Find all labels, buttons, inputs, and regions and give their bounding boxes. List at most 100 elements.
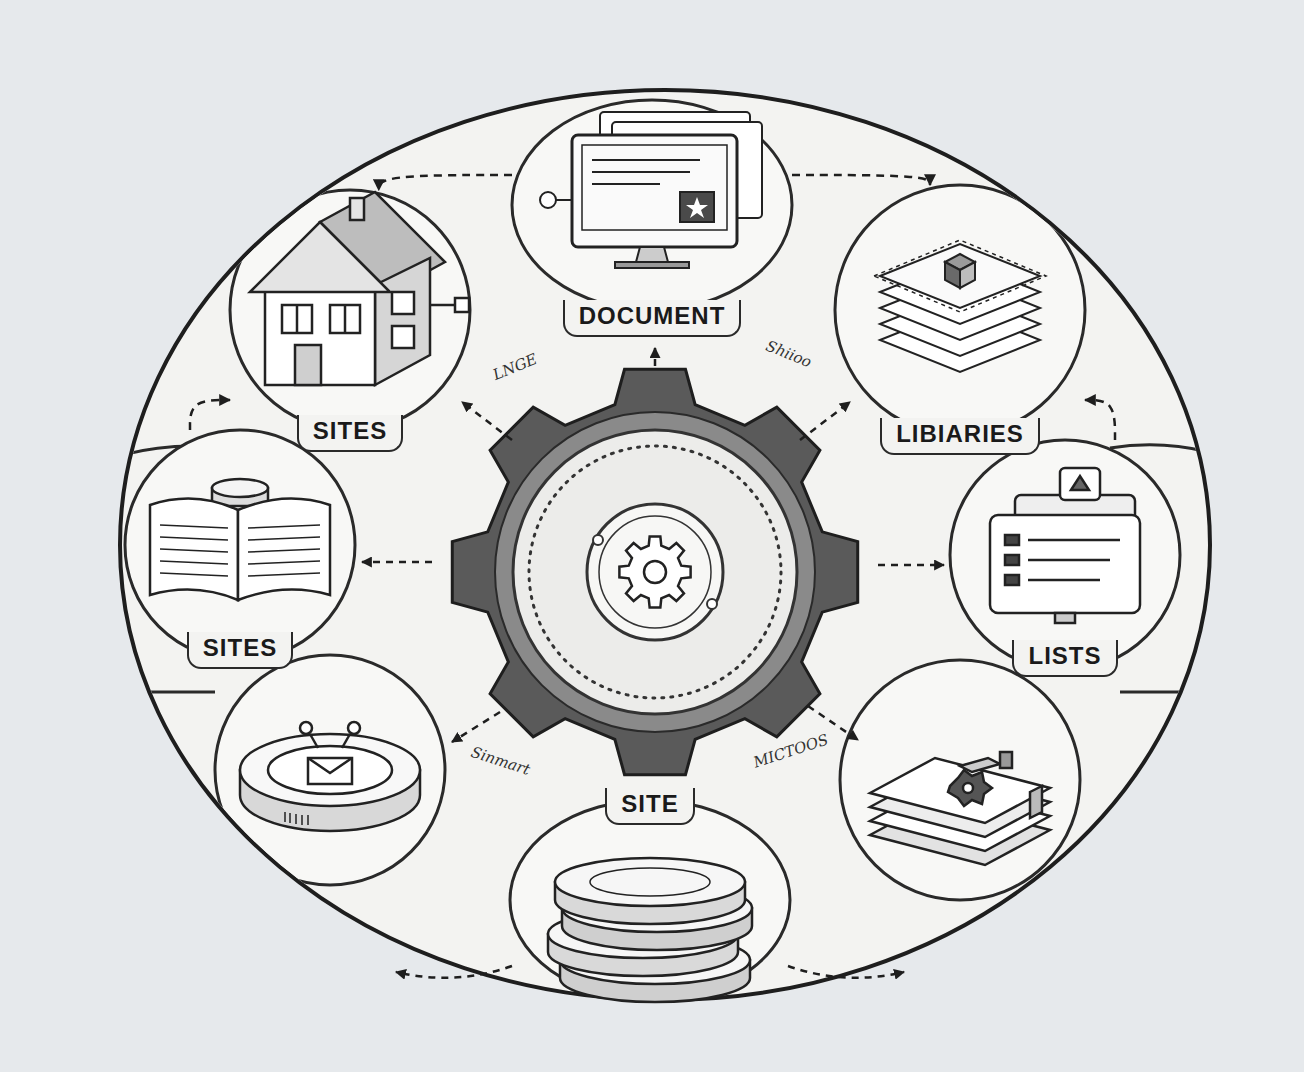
section-label: SITE xyxy=(605,788,694,825)
list-monitor-icon xyxy=(1060,468,1100,500)
book-icon xyxy=(212,479,268,497)
section-label: SITES xyxy=(297,415,403,452)
book-icon xyxy=(160,525,228,528)
central-gear xyxy=(452,369,857,774)
house-icon xyxy=(350,198,364,220)
book-icon xyxy=(150,479,330,600)
document-icon xyxy=(636,247,668,262)
list-monitor-icon xyxy=(1005,535,1019,545)
section-node: SITES xyxy=(125,430,355,680)
house-icon xyxy=(295,345,321,385)
layers-icon xyxy=(880,244,1040,308)
list-monitor-icon xyxy=(1028,559,1110,562)
section-bubbles xyxy=(1120,691,1208,694)
document-icon xyxy=(540,192,556,208)
coin-stack-icon xyxy=(548,858,752,1002)
mail-coin-icon xyxy=(310,734,318,748)
section-label: LIBIARIES xyxy=(880,418,1040,455)
folder-stack-icon xyxy=(1000,752,1012,768)
list-monitor-icon xyxy=(1055,613,1075,623)
document-icon xyxy=(680,192,714,222)
central-gear xyxy=(593,535,603,545)
section-node: SITES xyxy=(230,190,470,456)
mail-coin-icon xyxy=(301,815,303,825)
mail-coin-icon xyxy=(295,814,297,824)
garbled-caption: Shiioo xyxy=(763,337,814,372)
section-bubbles xyxy=(230,190,470,430)
house-icon xyxy=(392,292,414,314)
section-bubbles xyxy=(512,100,792,310)
folder-stack-icon xyxy=(948,770,992,806)
section-node: DOCUMENT xyxy=(512,100,792,345)
document-icon xyxy=(686,197,708,218)
central-gear xyxy=(644,561,666,583)
dashed-pointer xyxy=(362,561,432,564)
document-icon xyxy=(615,262,689,268)
section-bubbles xyxy=(122,100,1208,1000)
list-monitor-icon xyxy=(990,515,1140,613)
book-icon xyxy=(248,573,320,576)
book-icon xyxy=(160,549,228,552)
section-bubbles xyxy=(215,655,445,885)
book-icon xyxy=(248,561,320,564)
document-icon xyxy=(592,159,700,161)
mail-coin-icon xyxy=(240,734,420,806)
central-gear xyxy=(513,430,797,714)
layers-icon xyxy=(945,262,960,288)
central-gear xyxy=(587,504,723,640)
layers-icon xyxy=(874,240,1046,312)
house-icon xyxy=(455,298,469,312)
book-icon xyxy=(248,537,320,540)
section-bubbles xyxy=(125,430,355,660)
section-node: SITE xyxy=(510,788,790,1000)
section-label: SITES xyxy=(187,632,293,669)
document-icon xyxy=(582,145,727,230)
dashed-pointer xyxy=(788,966,904,978)
book-icon xyxy=(160,525,320,576)
dashed-pointer xyxy=(362,348,944,978)
house-icon xyxy=(250,192,469,385)
house-icon xyxy=(296,305,299,333)
mail-coin-icon xyxy=(308,758,352,784)
mail-coin-icon xyxy=(307,815,309,825)
house-icon xyxy=(250,222,390,292)
mail-coin-icon xyxy=(268,746,392,794)
book-icon xyxy=(160,561,228,564)
house-icon xyxy=(392,326,414,348)
central-gear xyxy=(619,536,690,607)
dashed-pointer xyxy=(800,402,850,440)
list-monitor-icon xyxy=(1005,555,1019,565)
folder-stack-icon xyxy=(963,783,973,793)
section-label: DOCUMENT xyxy=(563,300,742,337)
book-icon xyxy=(150,499,238,600)
section-bubbles xyxy=(840,660,1080,900)
garbled-caption: LNGE xyxy=(490,350,539,384)
house-icon xyxy=(375,258,430,385)
garbled-caption: MICTOOS xyxy=(751,730,830,771)
document-icon xyxy=(540,112,762,268)
list-monitor-icon xyxy=(1005,575,1019,585)
list-monitor-icon xyxy=(1028,579,1100,582)
dashed-pointer xyxy=(878,564,944,567)
book-icon xyxy=(238,499,330,600)
connector-arrow xyxy=(792,175,930,185)
connector-arrow xyxy=(1085,400,1115,440)
house-icon xyxy=(282,305,312,333)
list-monitor-icon xyxy=(1028,539,1120,542)
book-icon xyxy=(160,537,228,540)
dashed-pointer xyxy=(462,402,512,440)
list-monitor-icon xyxy=(1071,476,1089,490)
central-gear xyxy=(529,446,781,698)
coin-stack-icon xyxy=(590,868,710,896)
connector-arrow xyxy=(379,175,512,190)
layers-icon xyxy=(960,262,975,288)
house-icon xyxy=(430,304,455,307)
layers-icon xyxy=(874,240,1046,372)
house-icon xyxy=(330,305,360,333)
central-gear xyxy=(707,599,717,609)
garbled-caption: Sinmart xyxy=(469,743,533,779)
list-monitor-icon xyxy=(990,468,1140,623)
folder-stack-icon xyxy=(1030,786,1042,818)
